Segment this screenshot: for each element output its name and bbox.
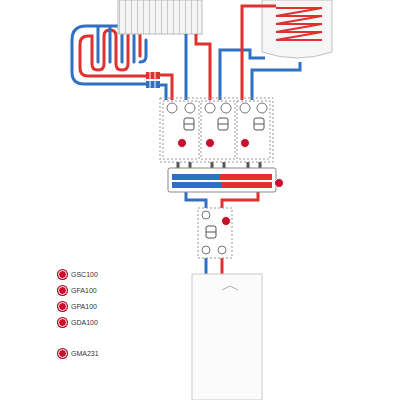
floor-heating-coil <box>72 26 150 84</box>
legend-swatch <box>58 286 67 295</box>
legend-row: GDA100 <box>58 318 98 327</box>
radiator <box>118 0 202 34</box>
legend-swatch <box>58 302 67 311</box>
legend-text: GSC100 <box>71 271 98 278</box>
water-tank <box>262 0 332 58</box>
legend-row: GPA100 <box>58 302 97 311</box>
pump-modules <box>160 98 273 162</box>
legend-row: GFA100 <box>58 286 97 295</box>
legend-text: GDA100 <box>71 319 98 326</box>
legend-row: GSC100 <box>58 270 98 279</box>
legend-text: GMA231 <box>71 350 99 357</box>
legend-row: GMA231 <box>58 349 99 358</box>
hydraulic-header <box>168 168 276 192</box>
callout-marker <box>178 139 284 226</box>
pipes <box>160 6 300 274</box>
legend-text: GFA100 <box>71 287 97 294</box>
boiler-module <box>198 208 232 258</box>
boiler <box>192 274 262 400</box>
floor-manifold <box>146 70 160 90</box>
legend-swatch <box>58 270 67 279</box>
legend-text: GPA100 <box>71 303 97 310</box>
legend-swatch <box>58 349 67 358</box>
legend-swatch <box>58 318 67 327</box>
